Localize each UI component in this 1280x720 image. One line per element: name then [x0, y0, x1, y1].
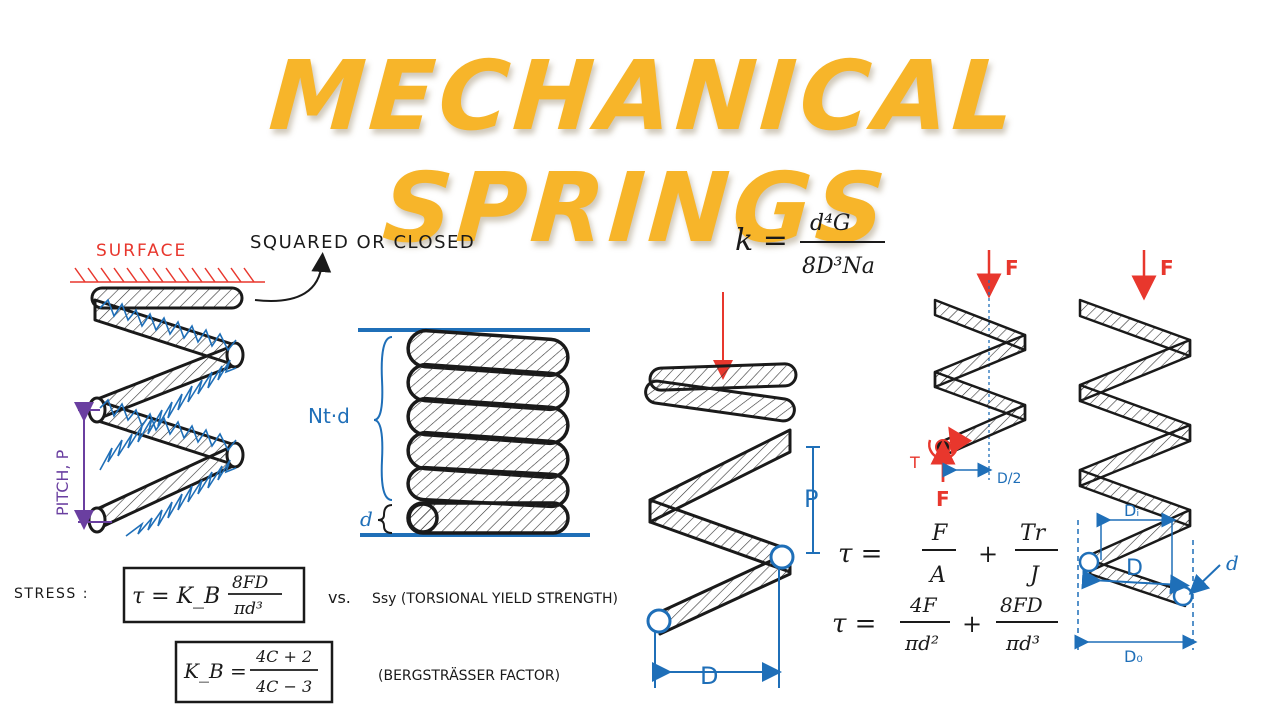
svg-text:4C − 3: 4C − 3: [255, 677, 312, 696]
svg-text:8D³Na: 8D³Na: [802, 254, 875, 279]
stress-formula: τ = K_B 8FD πd³: [122, 566, 306, 624]
kb-formula: K_B = 4C + 2 4C − 3: [174, 640, 334, 704]
surface-hatch: [70, 267, 265, 283]
svg-text:+: +: [978, 540, 998, 568]
svg-text:4F: 4F: [909, 593, 938, 617]
middle-spring: [644, 292, 820, 688]
vs-label: vs.: [328, 588, 351, 607]
svg-text:Tr: Tr: [1020, 521, 1047, 546]
torque-spring: [928, 250, 1027, 482]
left-spring: [70, 252, 332, 537]
pitch-label: PITCH, P: [53, 449, 72, 516]
force-label-1: F: [1005, 256, 1019, 280]
svg-text:K_B =: K_B =: [183, 659, 247, 683]
middle-p-label: P: [804, 485, 818, 513]
middle-d-label: D: [700, 662, 718, 690]
force-label-2: F: [1160, 256, 1174, 280]
svg-text:πd³: πd³: [1005, 631, 1040, 655]
force-bottom-label: F: [936, 487, 950, 511]
svg-text:πd²: πd²: [904, 631, 939, 655]
svg-text:8FD: 8FD: [232, 573, 269, 593]
tau-formula-1: τ = F A + Tr J: [838, 521, 1058, 588]
spring-rate-formula: k = d⁴G 8D³Na: [735, 211, 885, 279]
squared-closed-label: SQUARED OR CLOSED: [250, 232, 475, 253]
outer-diameter-label: D₀: [1124, 647, 1143, 666]
torque-label: T: [909, 453, 920, 472]
solid-height-label: Nt·d: [308, 404, 350, 428]
stress-label: STRESS :: [14, 586, 89, 602]
svg-text:d⁴G: d⁴G: [810, 211, 850, 236]
svg-text:+: +: [962, 610, 982, 638]
svg-text:A: A: [928, 563, 946, 588]
inner-diameter-label: Dᵢ: [1124, 501, 1139, 520]
wire-d-label: d: [360, 507, 373, 531]
svg-text:τ =: τ =: [838, 539, 882, 569]
svg-text:J: J: [1026, 563, 1040, 588]
svg-text:k =: k =: [735, 223, 788, 258]
svg-text:πd³: πd³: [233, 599, 263, 619]
svg-text:τ =: τ =: [832, 609, 876, 639]
wire-diameter-label: d: [1226, 551, 1239, 575]
squared-arrow: [254, 252, 332, 302]
svg-text:8FD: 8FD: [1000, 593, 1043, 617]
d-half-label: D/2: [997, 471, 1021, 487]
mean-diameter-right-label: D: [1126, 556, 1143, 581]
svg-text:F: F: [931, 521, 948, 546]
surface-label: SURFACE: [96, 241, 187, 261]
solid-spring: [358, 328, 590, 537]
tau-formula-2: τ = 4F πd² + 8FD πd³: [832, 593, 1058, 655]
ssy-label: Ssy (TORSIONAL YIELD STRENGTH): [372, 591, 618, 607]
svg-text:4C + 2: 4C + 2: [255, 647, 312, 666]
bergstrasser-label: (BERGSTRÄSSER FACTOR): [378, 666, 560, 684]
svg-text:τ = K_B: τ = K_B: [132, 584, 220, 609]
diameter-spring: [1074, 250, 1221, 650]
